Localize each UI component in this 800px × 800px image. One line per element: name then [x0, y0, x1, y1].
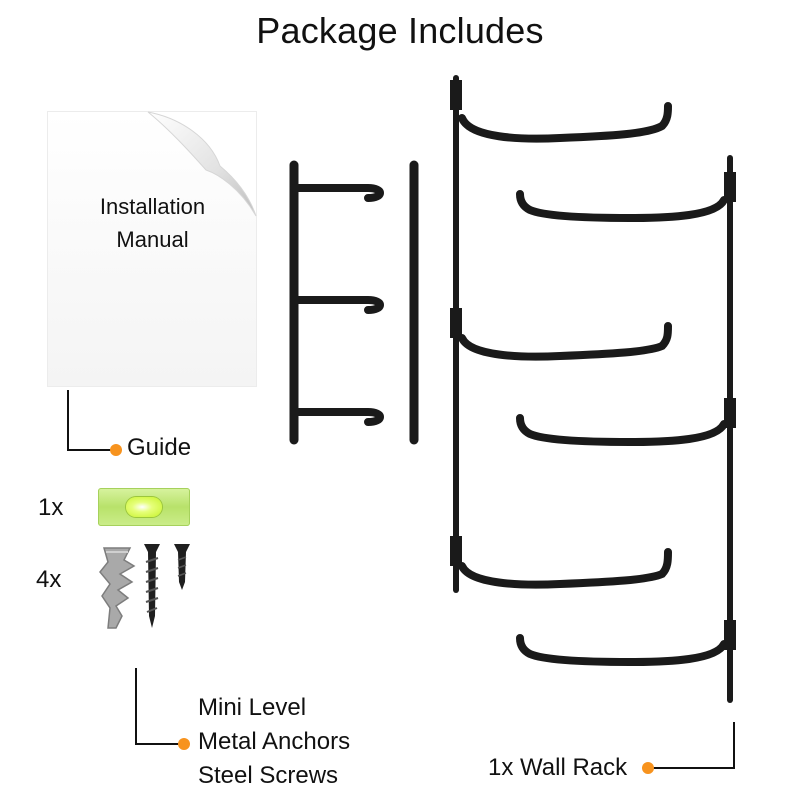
wall-rack-icon — [450, 75, 736, 703]
hardware-dot-icon — [178, 738, 190, 750]
hardware-leader-line — [135, 668, 180, 745]
guide-leader-line — [67, 390, 114, 451]
level-bubble-icon — [126, 497, 162, 517]
wall-rack-label: 1x Wall Rack — [488, 754, 628, 781]
towel-bar-3-hook-icon — [289, 160, 384, 445]
guide-dot-icon — [110, 444, 122, 456]
page-curl-icon — [147, 111, 257, 217]
wall-rack-dot-icon — [642, 762, 654, 774]
steel-screw-long-icon — [144, 544, 160, 628]
metal-anchor-icon — [99, 547, 136, 629]
mini-level-label: Mini Level — [198, 694, 307, 721]
manual-title-line1: Installation — [99, 194, 206, 219]
steel-screws-label: Steel Screws — [198, 762, 339, 789]
metal-anchors-label: Metal Anchors — [198, 728, 351, 755]
hardware-quantity: 4x — [36, 566, 62, 593]
guide-label: Guide — [127, 434, 192, 461]
wall-rack-leader-line — [650, 722, 735, 769]
page-title: Package Includes — [256, 10, 544, 51]
steel-screw-short-icon — [174, 544, 190, 590]
level-quantity: 1x — [38, 494, 64, 521]
manual-title-line2: Manual — [116, 227, 189, 252]
